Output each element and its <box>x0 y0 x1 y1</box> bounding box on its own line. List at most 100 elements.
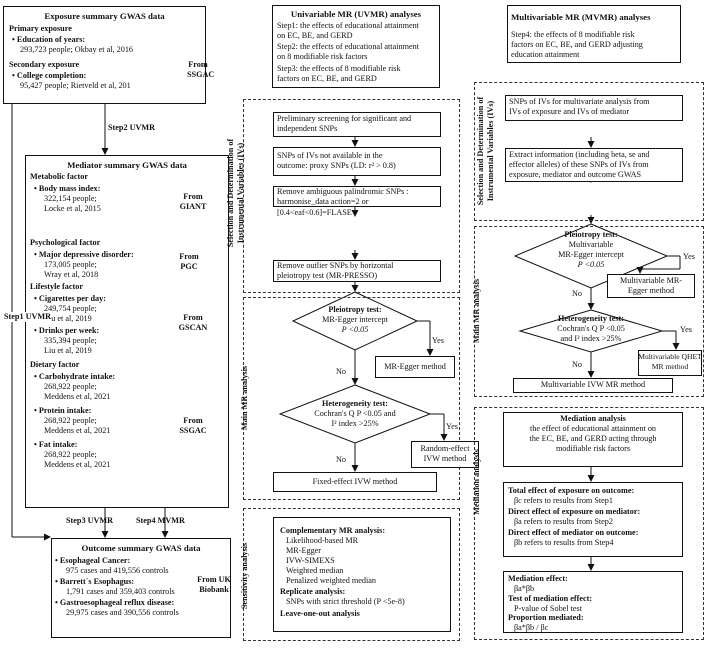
mediation-effect-detail: βa*βb <box>514 584 535 593</box>
mediation-desc-box <box>503 412 683 467</box>
ukb-source-l1: From UK <box>197 575 231 584</box>
uvmr-title: Univariable MR (UVMR) analyses <box>290 9 422 19</box>
uvmr-fixed-label: Fixed-effect IVW method <box>312 477 398 486</box>
uvmr-sensitivity-box <box>273 517 451 632</box>
total-effect-title: Total effect of exposure on outcome: <box>508 486 635 495</box>
giant-source: From GIANT <box>179 192 207 211</box>
direct-effect-outcome-detail: βb refers to results from Step4 <box>514 538 614 547</box>
uvmr-sensitivity-section <box>243 508 460 641</box>
protein-item: • Protein intake: <box>34 406 92 415</box>
mediator-title: Mediator summary GWAS data <box>67 160 187 170</box>
direct-effect-outcome-title: Direct effect of mediator on outcome: <box>508 528 639 537</box>
mvmr-yes1: Yes <box>683 252 695 261</box>
mediation-test-detail: P-value of Sobel test <box>514 604 582 613</box>
secondary-exposure-detail: 95,427 people; Rietveld et al, 201 <box>20 81 131 90</box>
be-item: • Barrett´s Esophagus: <box>55 577 135 586</box>
mediation-effects-box <box>503 482 683 557</box>
mediator-box <box>25 155 229 508</box>
be-detail: 1,791 cases and 359,403 controls <box>66 587 175 596</box>
exposure-title: Exposure summary GWAS data <box>44 11 165 21</box>
mediation-result-box <box>503 571 683 633</box>
mvmr-iv-step1 <box>505 95 683 121</box>
uvmr-random-box <box>411 441 479 468</box>
mvmr-title: Multivariable MR (MVMR) analyses <box>511 12 651 22</box>
mediation-desc-l2: the EC, BE, and GERD acting through <box>529 434 657 443</box>
drink-item: • Drinks per week: <box>34 326 100 335</box>
metabolic-label: Metabolic factor <box>30 172 88 181</box>
uvmr-step1-l2: on EC, BE, and GERD <box>277 31 353 40</box>
mvmr-iv-step2 <box>505 148 683 182</box>
fat-people: 268,922 people; <box>44 450 97 459</box>
uvmr-iv-step1-l2: independent SNPs <box>277 124 338 133</box>
mediation-test-title: Test of mediation effect: <box>508 594 593 603</box>
uvmr-egger-label: MR-Egger method <box>384 362 446 371</box>
uvmr-pleio-title: Pleiotropy test: <box>328 305 382 314</box>
direct-effect-mediator-detail: βa refers to results from Step2 <box>514 517 613 526</box>
mvmr-main-section-label: Main MR analysis <box>472 278 481 344</box>
pgc-source: From PGC <box>179 252 199 271</box>
mvmr-iv-step1-l1: SNPs of IVs for multivariate analysis fr… <box>509 97 650 106</box>
mdd-people: 173,005 people; <box>44 260 97 269</box>
mvmr-iv-step2-l2: effector alleles) of these SNPs of IVs f… <box>509 160 649 169</box>
fat-item: • Fat intake: <box>34 440 78 449</box>
uvmr-iv-step3-l1: Remove ambiguous palindromic SNPs : <box>277 187 409 196</box>
mvmr-pleio-title: Pleiotropy test: <box>564 230 618 239</box>
comp-method-4: Weighted median <box>286 566 344 575</box>
replicate-title: Replicate analysis: <box>280 587 346 596</box>
mediation-title: Mediation analysis <box>560 414 626 423</box>
mvmr-main-section <box>474 226 704 397</box>
mvmr-egger-l2: Egger method <box>627 286 675 295</box>
mdd-item: • Major depressive disorder: <box>34 250 134 259</box>
uvmr-random-l2: IVW method <box>423 454 467 463</box>
uvmr-het-title: Heterogeneity test: <box>322 399 388 408</box>
protein-people: 268,922 people; <box>44 416 97 425</box>
outcome-box <box>51 538 231 638</box>
uvmr-step3-l1: Step3: the effects of 8 modifiable risk <box>277 64 401 73</box>
exposure-source: From SSGAC <box>187 60 215 79</box>
mvmr-step4-l3: education attainment <box>511 50 580 59</box>
uvmr-iv-step3-l2: harmonise_data action=2 or <box>277 197 369 206</box>
uvmr-no1: No <box>336 367 347 376</box>
mvmr-iv-step2-l1: Extract information (including beta, se … <box>509 150 650 159</box>
secondary-exposure-label: Secondary exposure <box>9 60 80 69</box>
mvmr-ivw-label: Multivariable IVW MR method <box>540 380 646 389</box>
mvmr-iv-step2-l3: exposure, mediator and outcome GWAS <box>509 170 642 179</box>
mvmr-qhet-box <box>638 350 702 376</box>
mvmr-egger-box <box>607 274 695 298</box>
uvmr-random-l1: Random-effect <box>420 444 470 453</box>
step2-label: Step2 UVMR <box>108 123 156 132</box>
uvmr-iv-step4 <box>273 260 441 282</box>
comp-method-3: IVW-SIMEXS <box>286 556 335 565</box>
uvmr-main-section-label: Main MR analysis <box>240 365 249 431</box>
uvmr-iv-section <box>243 99 460 293</box>
comp-method-2: MR-Egger <box>286 546 322 555</box>
primary-exposure-detail: 293,723 people; Okbay et al, 2016 <box>20 45 134 54</box>
step1-label: Step1 UVMR <box>4 312 52 322</box>
uvmr-iv-step1-l1: Preliminary screening for significant an… <box>277 114 412 123</box>
cig-item: • Cigarettes per day: <box>34 294 106 303</box>
proportion-title: Proportion mediated: <box>508 613 584 622</box>
mvmr-het-title: Heterogeneity test: <box>558 314 624 323</box>
mvmr-header-box <box>507 5 681 63</box>
uvmr-egger-box <box>375 356 455 378</box>
direct-effect-mediator-title: Direct effect of exposure on mediator: <box>508 507 641 516</box>
leave-one-out: Leave-one-out analysis <box>280 609 360 618</box>
mvmr-het-l2: Cochran's Q P <0.05 <box>557 324 625 333</box>
gerd-item: • Gastroesophageal reflux disease: <box>55 598 175 607</box>
proportion-detail: βa*βb / βc <box>514 623 549 632</box>
bmi-people: 322,154 people; <box>44 194 97 203</box>
uvmr-iv-step4-l1: Remove outlier SNPs by horizontal <box>277 261 394 270</box>
uvmr-het-l2: Cochran's Q P <0.05 and <box>314 409 396 418</box>
comp-method-1: Likelihood-based MR <box>286 536 359 545</box>
exposure-box <box>3 6 206 104</box>
uvmr-iv-step3-l3: [0.4<eaf<0.6]=FLASE <box>277 208 352 217</box>
primary-exposure-label: Primary exposure <box>9 24 72 33</box>
mediation-desc-l1: the effect of educational attainment on <box>529 424 657 433</box>
ssgac-diet-source: From SSGAC <box>179 416 207 435</box>
uvmr-iv-step1 <box>273 112 441 137</box>
mdd-ref: Wray et al, 2018 <box>44 270 99 279</box>
mvmr-pleio-l3: MR-Egger intercept <box>558 250 624 259</box>
uvmr-yes1: Yes <box>432 336 444 345</box>
